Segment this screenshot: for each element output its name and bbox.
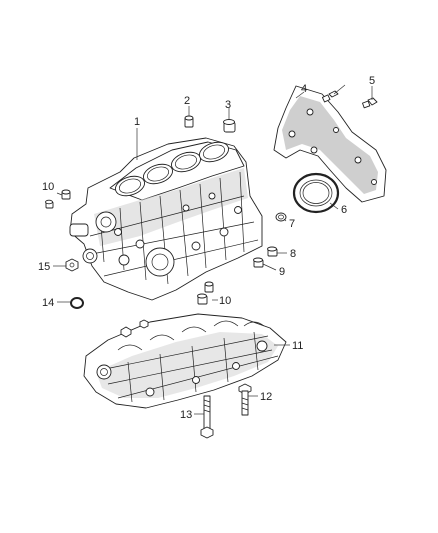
callout-labels: 1 2 3 4 5 6 7 8 9 10 10 11 12 13 14 15	[38, 75, 375, 421]
part-13-bolt	[200, 395, 214, 439]
callout-9: 9	[279, 266, 285, 278]
part-1-cylinder-block	[69, 137, 263, 301]
part-7-plug	[275, 212, 287, 222]
callout-12: 12	[260, 391, 272, 403]
callout-7: 7	[289, 218, 295, 230]
callout-10-left: 10	[42, 181, 54, 193]
callout-5: 5	[369, 75, 375, 87]
callout-4: 4	[301, 83, 307, 95]
part-4-rear-plate	[273, 85, 387, 203]
callout-2: 2	[184, 95, 190, 107]
part-14-o-ring	[70, 297, 84, 309]
part-10-dowels-left	[45, 189, 71, 209]
part-12-bolt	[238, 383, 252, 416]
callout-10-lower: 10	[219, 295, 231, 307]
part-6-rear-seal	[292, 172, 340, 214]
part-9-dowel	[253, 257, 264, 268]
part-15-nut	[65, 258, 79, 272]
callout-13: 13	[180, 409, 192, 421]
callout-11: 11	[292, 340, 303, 352]
part-3-plug	[223, 119, 236, 133]
callout-14: 14	[42, 297, 54, 309]
callout-3: 3	[225, 99, 231, 111]
part-2-dowel	[184, 115, 194, 128]
part-11-bedplate	[83, 313, 287, 409]
callout-15: 15	[38, 261, 50, 273]
callout-1: 1	[134, 116, 140, 128]
callout-6: 6	[341, 204, 347, 216]
part-8-bolt	[267, 246, 278, 257]
callout-8: 8	[290, 248, 296, 260]
leader-lines	[53, 84, 373, 415]
part-10-dowels-lower	[197, 281, 214, 305]
